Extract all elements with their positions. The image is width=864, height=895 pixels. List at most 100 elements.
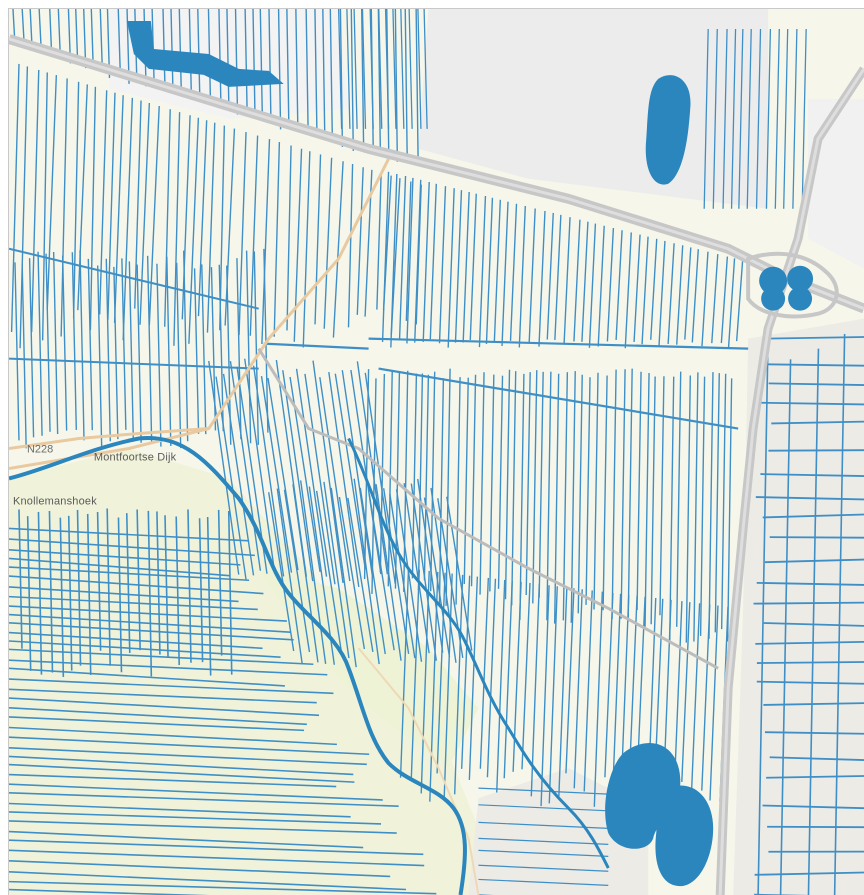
ditch-line: [48, 511, 54, 673]
ditch-line: [360, 9, 365, 153]
ditch-line: [755, 28, 762, 209]
ditch-line: [364, 372, 396, 584]
ditch-line: [286, 9, 290, 127]
ditch-line: [76, 509, 82, 666]
ditch-line: [519, 373, 525, 620]
ditch-line: [38, 9, 42, 49]
ditch-line: [245, 250, 252, 444]
road-west: [9, 427, 209, 450]
ditch-line: [406, 177, 414, 344]
ditch-line: [423, 9, 428, 129]
ditch-line: [746, 28, 752, 209]
ditch-line: [760, 473, 864, 477]
ditch-line: [390, 173, 398, 348]
ditch-line: [699, 376, 706, 636]
ditch-line: [9, 783, 383, 801]
ditch-line: [304, 373, 336, 585]
ditch-line: [711, 254, 719, 344]
ditch-line: [10, 63, 20, 333]
ditch-line: [9, 716, 305, 732]
ditch-line: [244, 9, 248, 112]
ditch-line: [410, 569, 421, 778]
ditch-line: [166, 256, 172, 447]
ditch-line: [604, 592, 614, 778]
ditch-line: [833, 333, 846, 895]
ditch-line: [727, 258, 736, 348]
ditch-line: [762, 804, 864, 810]
ditch-line: [518, 205, 526, 348]
ditch-line: [99, 9, 103, 69]
ditch-line: [323, 157, 333, 329]
ditch-line: [37, 511, 43, 675]
ditch-line: [244, 358, 276, 573]
ditch-line: [9, 659, 328, 676]
ditch-line: [18, 509, 23, 649]
ditch-line: [417, 373, 424, 591]
ditch-line: [509, 203, 518, 341]
ditch-line: [422, 181, 430, 342]
ditch-line: [445, 368, 451, 606]
ditch-line: [9, 688, 317, 704]
watercourse-east: [347, 437, 610, 869]
ditch-line: [314, 154, 322, 325]
ditch-line: [139, 102, 151, 325]
ditch-line: [9, 746, 367, 766]
ditch-line: [756, 581, 864, 586]
ditch-line: [528, 208, 536, 343]
ditch-line: [41, 72, 48, 341]
ditch-line: [238, 132, 247, 336]
ditch-line: [107, 92, 116, 320]
ditch-line: [117, 517, 123, 673]
ditch-line: [540, 585, 550, 807]
ditch-line: [187, 509, 192, 663]
ditch-line: [268, 492, 295, 652]
ditch-line: [633, 234, 641, 342]
ditch-line: [176, 262, 182, 449]
ditch-line: [9, 802, 351, 818]
ditch-line: [37, 251, 43, 436]
ditch-line: [423, 374, 430, 581]
ditch-line: [379, 373, 386, 573]
ditch-line: [89, 86, 97, 331]
ditch-line: [218, 9, 222, 107]
ditch-line: [606, 228, 615, 342]
map-viewport[interactable]: Knollemanshoek Montfoortse Dijk N228: [8, 8, 864, 895]
ditch-line: [347, 164, 354, 328]
ditch-line: [96, 265, 103, 448]
ditch-line: [760, 401, 864, 406]
ditch-line: [463, 377, 469, 584]
ditch-line: [538, 371, 544, 598]
ditch-line: [376, 172, 382, 310]
ditch-line: [113, 95, 124, 323]
ditch-line: [302, 151, 311, 348]
ditch-line: [650, 376, 656, 625]
ditch-line: [757, 333, 769, 895]
ditch-line: [19, 66, 29, 349]
ditch-line: [669, 376, 675, 642]
ditch-line: [532, 370, 538, 604]
ditch-line: [620, 369, 626, 619]
ditch-line: [328, 371, 360, 588]
ditch-line: [347, 497, 374, 652]
ditch-line: [147, 510, 153, 677]
ditch-line: [337, 9, 343, 129]
ditch-line: [9, 707, 307, 726]
ditch-line: [381, 171, 390, 343]
ditch-line: [315, 490, 343, 654]
ditch-line: [722, 28, 728, 209]
ditch-line: [563, 217, 571, 345]
ditch-line: [156, 263, 162, 447]
ditch-line: [312, 360, 344, 584]
ditch-line: [9, 697, 320, 717]
ditch-line: [249, 135, 259, 336]
ditch-line: [156, 511, 161, 655]
label-road-sign: N228: [27, 443, 53, 455]
ditch-line: [611, 593, 622, 796]
ditch-line: [768, 382, 864, 386]
ditch-line: [9, 548, 241, 566]
ditch-line: [197, 120, 208, 317]
topographic-map[interactable]: Knollemanshoek Montfoortse Dijk N228: [9, 9, 864, 895]
ditch-line: [504, 369, 511, 600]
ditch-line: [681, 602, 691, 782]
ditch-line: [478, 849, 609, 857]
